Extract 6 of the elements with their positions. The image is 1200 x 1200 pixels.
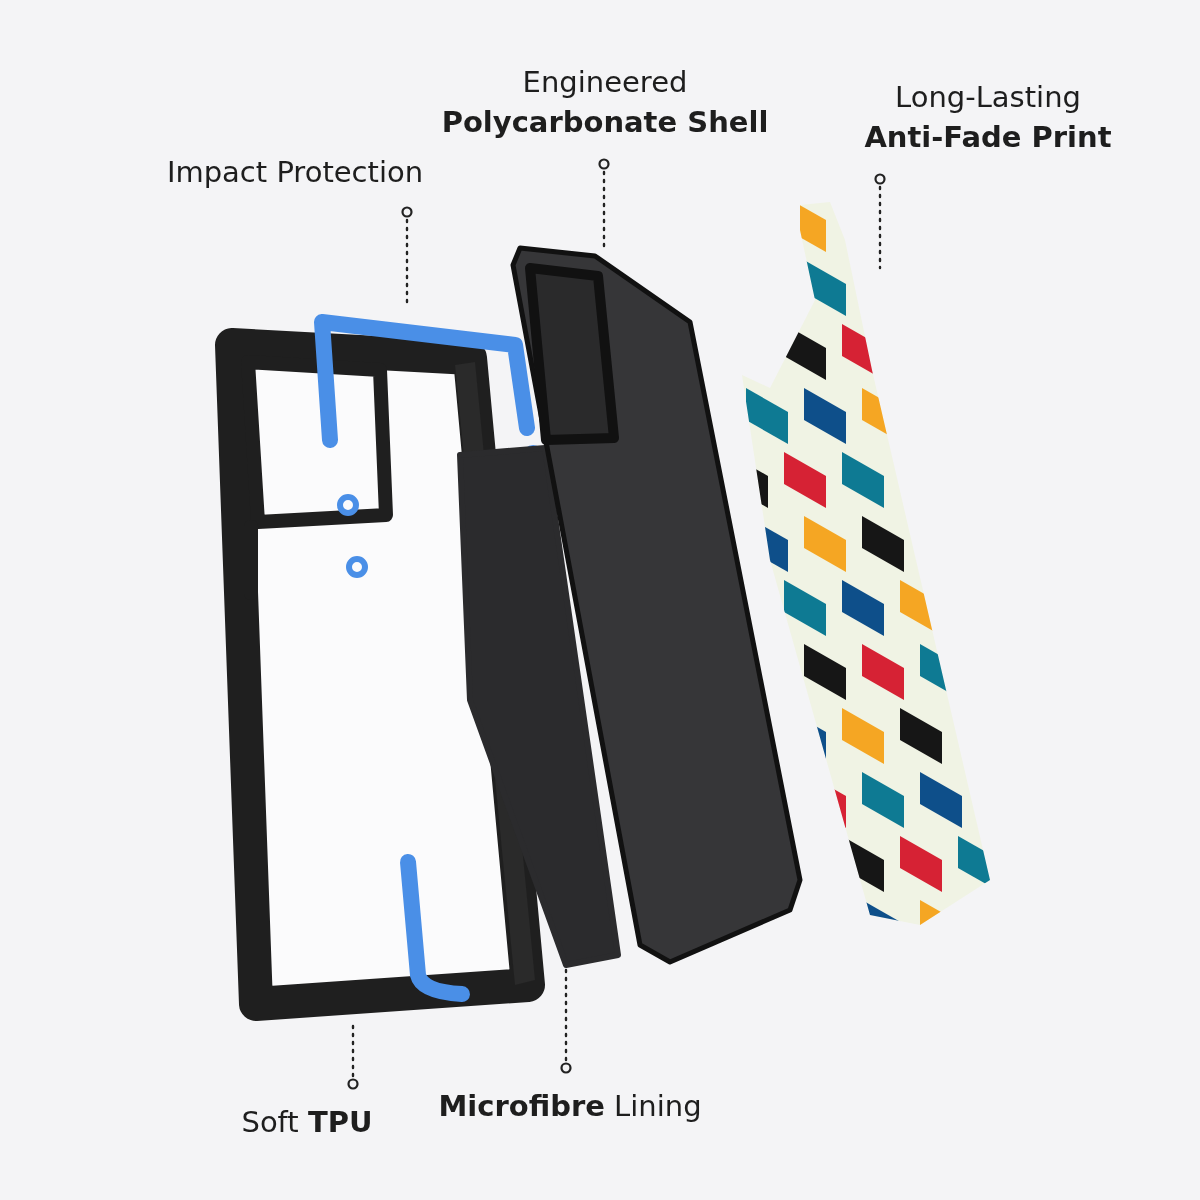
feature-label: Impact Protection	[140, 152, 450, 194]
feature-label: Engineered Polycarbonate Shell	[410, 62, 800, 146]
leader-line	[874, 173, 886, 270]
feature-label: Long-Lasting Anti-Fade Print	[857, 77, 1119, 161]
feature-label: Soft TPU	[217, 1102, 397, 1144]
feature-label: Microfibre Lining	[415, 1086, 725, 1128]
